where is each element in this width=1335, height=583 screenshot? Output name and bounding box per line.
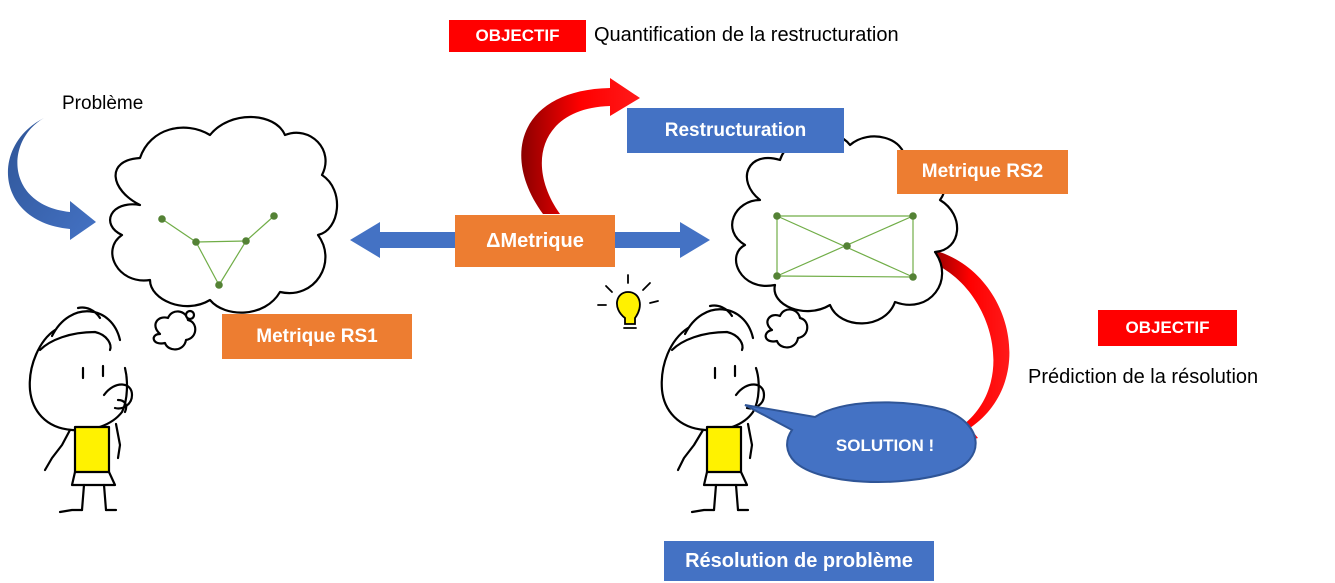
speech-bubble-icon — [744, 401, 977, 483]
thought-cloud-left-icon — [109, 115, 338, 351]
probleme-label: Problème — [62, 93, 144, 114]
objective-top-text: Quantification de la restructuration — [594, 24, 899, 46]
solution-label: SOLUTION ! — [835, 436, 935, 455]
resolution-label: Résolution de problème — [664, 541, 934, 581]
graph-rs2-icon — [773, 212, 917, 281]
objective-top-badge: OBJECTIF — [449, 20, 586, 52]
delta-metric-label: ΔMetrique — [455, 215, 615, 267]
metric-rs1-label: Metrique RS1 — [222, 314, 412, 359]
metric-rs2-label: Metrique RS2 — [897, 150, 1068, 194]
objective-right-badge: OBJECTIF — [1098, 310, 1237, 346]
stick-figure-left-icon — [28, 306, 134, 514]
lightbulb-icon — [597, 274, 659, 329]
probleme-arrow-icon — [7, 118, 96, 240]
objective-right-text: Prédiction de la résolution — [1028, 366, 1259, 388]
graph-rs1-icon — [158, 212, 278, 289]
stick-figure-right-icon — [660, 304, 766, 514]
restructuration-label: Restructuration — [627, 108, 844, 153]
resolution-arrow-icon — [930, 250, 1010, 446]
restructuration-arrow-icon — [521, 78, 640, 214]
